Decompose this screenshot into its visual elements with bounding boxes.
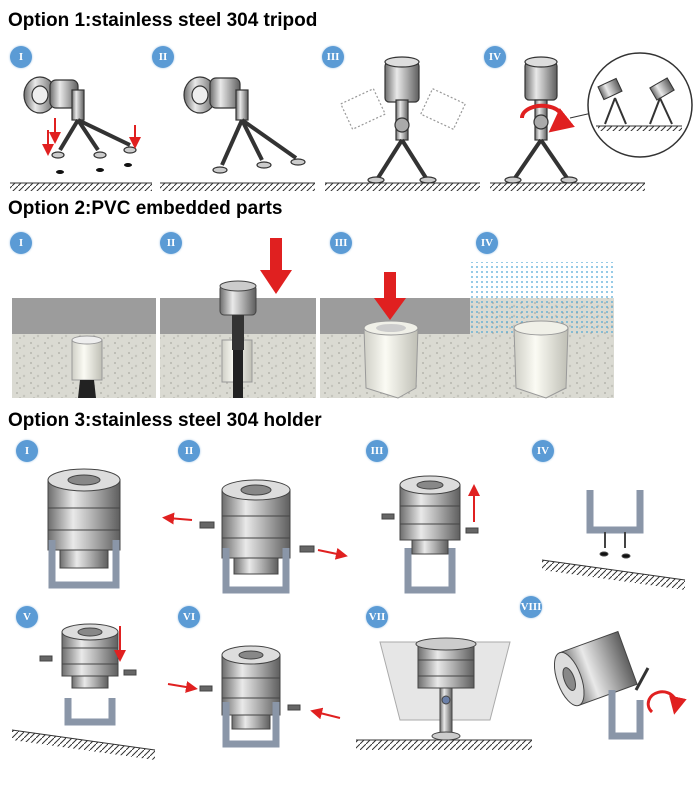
option1-step-badge: I <box>10 46 32 68</box>
holder-step2 <box>199 479 315 594</box>
option3-step-badge: I <box>16 440 38 462</box>
holder-step1 <box>47 468 121 589</box>
pvc-step1 <box>12 298 156 398</box>
holder-step3 <box>381 475 479 594</box>
holder-step5 <box>39 623 137 726</box>
pvc-step4 <box>470 262 614 399</box>
holder-step4 <box>586 490 644 559</box>
option2-step-badge: III <box>330 232 352 254</box>
option2-title: Option 2:PVC embedded parts <box>8 198 283 219</box>
tripod-step4 <box>504 56 578 184</box>
option3-step-badge: VIII <box>520 596 542 618</box>
rotate-arrow-icon <box>646 690 687 715</box>
ground-hatch <box>541 559 686 590</box>
option3-step-badge: V <box>16 606 38 628</box>
arrow-down-icon <box>374 272 406 320</box>
holder-step6 <box>199 645 301 748</box>
option1-step-badge: IV <box>484 46 506 68</box>
detail-circle <box>587 52 693 158</box>
option2-step-badge: I <box>10 232 32 254</box>
tripod-step2 <box>183 76 306 174</box>
pvc-step2 <box>160 280 316 398</box>
arrow-right-icon <box>317 547 348 560</box>
option2-step-badge: II <box>160 232 182 254</box>
option3-title: Option 3:stainless steel 304 holder <box>8 410 322 431</box>
option1-step-badge: II <box>152 46 174 68</box>
tripod-step1 <box>23 76 137 159</box>
option3-step-badge: III <box>366 440 388 462</box>
pvc-step3 <box>320 298 470 399</box>
arrow-left-icon <box>310 707 341 720</box>
arrow-down-icon <box>260 238 292 294</box>
option3-step-badge: IV <box>532 440 554 462</box>
ground-hatch <box>10 182 645 191</box>
option3-step-badge: VI <box>178 606 200 628</box>
rotate-arrow-icon <box>519 103 575 133</box>
arrow-right-icon <box>167 681 198 693</box>
option3-step-badge: VII <box>366 606 388 628</box>
option1-title: Option 1:stainless steel 304 tripod <box>8 10 318 31</box>
option1-step-badge: III <box>322 46 344 68</box>
tripod-step3 <box>339 56 467 184</box>
ground-hatch <box>11 729 156 760</box>
holder-step8 <box>553 630 650 740</box>
option3-step-badge: II <box>178 440 200 462</box>
option2-step-badge: IV <box>476 232 498 254</box>
ground-hatch <box>356 739 532 750</box>
holder-step7 <box>379 637 511 741</box>
arrow-left-icon <box>162 512 193 525</box>
arrow-down-icon <box>42 118 141 156</box>
